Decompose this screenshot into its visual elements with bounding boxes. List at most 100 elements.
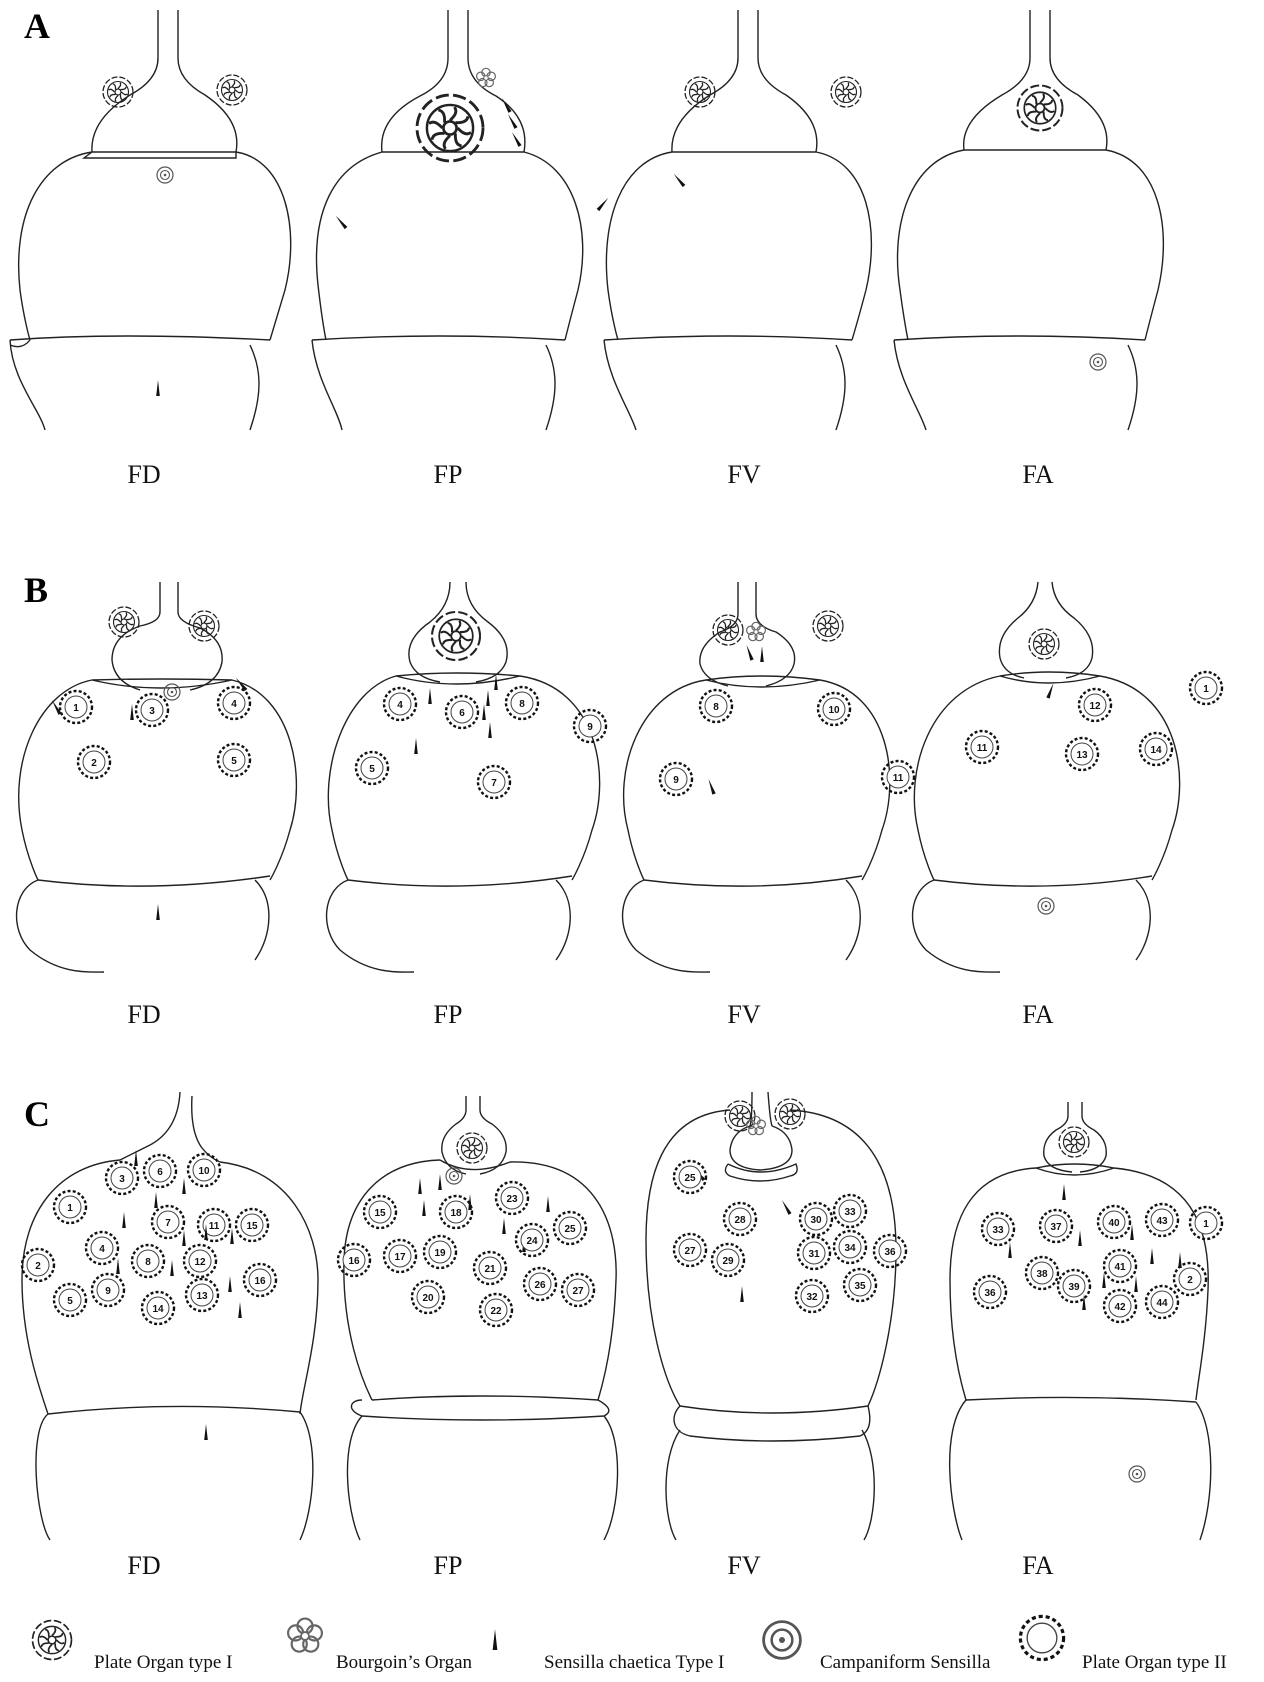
plate-organ-ii-number: 29 (722, 1256, 734, 1267)
sensilla-chaetica-7 (170, 1260, 174, 1276)
sensilla-chaetica-14 (1150, 1248, 1154, 1264)
plate-organ-ii-c-fp-17: 17 (384, 1240, 416, 1272)
plate-organ-ii-number: 37 (1050, 1222, 1062, 1233)
plate-organ-ii-c-fa-36: 36 (974, 1276, 1006, 1308)
plate-organ-ii-number: 2 (1187, 1275, 1193, 1286)
plate-organ-ii-number: 1 (1203, 684, 1209, 695)
plate-organ-ii-c-fv-33: 33 (834, 1195, 866, 1227)
segment-b-fv (623, 582, 890, 972)
plate-organ-ii-c-fv-28: 28 (724, 1203, 756, 1235)
view-label-a-fd: FD (84, 460, 204, 490)
plate-organ-ii-b-fp-6: 6 (446, 696, 478, 728)
plate-organ-ii-number: 25 (684, 1173, 696, 1184)
plate-organ-ii-b-fv-8: 8 (700, 690, 732, 722)
plate-organ-type-i-icon (33, 1621, 72, 1660)
plate-organ-ii-c-fa-39: 39 (1058, 1270, 1090, 1302)
plate-organ-ii-c-fa-33: 33 (982, 1213, 1014, 1245)
plate-organ-ii-c-fv-35: 35 (844, 1269, 876, 1301)
view-label-c-fa: FA (978, 1551, 1098, 1581)
plate-organ-ii-number: 28 (734, 1215, 746, 1226)
plate-organ-ii-b-fa-11: 11 (966, 731, 998, 763)
row-c-plate-organs: 1234567891011121314151615161718192021222… (22, 1154, 1222, 1326)
plate-organ-ii-b-fd-1: 1 (60, 691, 92, 723)
plate-organ-ii-number: 7 (491, 778, 497, 789)
plate-organ-type-ii-icon (1020, 1616, 1063, 1659)
sensilla-chaetica-0 (122, 1212, 126, 1228)
row-a (10, 10, 1163, 430)
plate-organ-ii-number: 11 (977, 743, 988, 754)
plate-organ-ii-number: 16 (348, 1256, 360, 1267)
plate-organ-ii-c-fd-7: 7 (152, 1206, 184, 1238)
plate-organ-ii-number: 1 (67, 1203, 73, 1214)
sensilla-chaetica-13 (1130, 1224, 1134, 1240)
plate-organ-ii-b-fd-4: 4 (218, 687, 250, 719)
sensilla-chaetica-10 (1008, 1242, 1012, 1258)
plate-organ-ii-c-fv-25: 25 (674, 1161, 706, 1193)
plate-organ-ii-number: 40 (1108, 1218, 1120, 1229)
plate-organ-ii-number: 30 (810, 1215, 822, 1226)
plate-organ-ii-number: 2 (35, 1261, 41, 1272)
view-label-b-fd: FD (84, 1000, 204, 1030)
plate-organ-ii-c-fa-44: 44 (1146, 1286, 1178, 1318)
plate-organ-ii-number: 10 (828, 705, 840, 716)
plate-organ-ii-number: 10 (198, 1166, 210, 1177)
sensilla-chaetica-8 (116, 1258, 120, 1274)
plate-organ-ii-c-fd-11: 11 (198, 1209, 230, 1241)
row-b-plate-organs: 12345456789891011111121314 (60, 672, 1222, 798)
plate-organ-ii-b-fp-7: 7 (478, 766, 510, 798)
segment-c-fp (344, 1096, 618, 1540)
plate-organ-ii-c-fv-34: 34 (834, 1231, 866, 1263)
plate-organ-ii-number: 31 (808, 1249, 820, 1260)
plate-organ-ii-b-fp-5: 5 (356, 752, 388, 784)
plate-organ-ii-c-fd-12: 12 (184, 1245, 216, 1277)
plate-organ-ii-number: 6 (459, 708, 465, 719)
plate-organ-ii-b-fv-9: 9 (660, 763, 692, 795)
plate-organ-ii-c-fv-36: 36 (874, 1235, 906, 1267)
plate-organ-ii-c-fp-20: 20 (412, 1281, 444, 1313)
plate-organ-ii-c-fv-31: 31 (798, 1237, 830, 1269)
plate-organ-ii-number: 44 (1156, 1298, 1168, 1309)
plate-organ-ii-c-fp-21: 21 (474, 1252, 506, 1284)
plate-organ-ii-c-fp-27: 27 (562, 1274, 594, 1306)
plate-organ-ii-number: 19 (434, 1248, 446, 1259)
segment-a-fa (894, 10, 1163, 430)
plate-organ-ii-c-fa-43: 43 (1146, 1204, 1178, 1236)
plate-organ-ii-number: 12 (194, 1257, 206, 1268)
sensilla-chaetica-1 (154, 1192, 158, 1208)
plate-organ-ii-number: 12 (1089, 701, 1101, 712)
plate-organ-ii-number: 8 (145, 1257, 151, 1268)
plate-organ-ii-c-fa-41: 41 (1104, 1250, 1136, 1282)
view-label-a-fp: FP (388, 460, 508, 490)
plate-organ-ii-number: 36 (984, 1288, 996, 1299)
plate-organ-ii-number: 14 (152, 1304, 164, 1315)
plate-organ-ii-number: 39 (1068, 1282, 1080, 1293)
segment-c-fa (950, 1102, 1211, 1540)
plate-organ-ii-c-fd-13: 13 (186, 1279, 218, 1311)
plate-organ-ii-number: 26 (534, 1280, 546, 1291)
plate-organ-ii-number: 27 (684, 1246, 696, 1257)
plate-organ-ii-b-fv-11: 11 (882, 761, 914, 793)
row-b (17, 582, 1180, 972)
plate-organ-ii-number: 2 (91, 758, 97, 769)
view-label-a-fa: FA (978, 460, 1098, 490)
plate-organ-ii-number: 21 (484, 1264, 496, 1275)
plate-organ-ii-number: 9 (673, 775, 679, 786)
plate-organ-ii-c-fp-23: 23 (496, 1182, 528, 1214)
view-label-b-fa: FA (978, 1000, 1098, 1030)
plate-organ-ii-number: 9 (587, 722, 593, 733)
plate-organ-ii-number: 18 (450, 1208, 462, 1219)
plate-organ-ii-c-fd-16: 16 (244, 1264, 276, 1296)
plate-organ-ii-number: 27 (572, 1286, 584, 1297)
plate-organ-ii-c-fp-18: 18 (440, 1196, 472, 1228)
plate-organ-ii-c-fp-24: 24 (516, 1224, 548, 1256)
plate-organ-ii-number: 33 (844, 1207, 856, 1218)
sensilla-chaetica-icon (493, 1629, 498, 1650)
plate-organ-ii-c-fd-15: 15 (236, 1209, 268, 1241)
view-label-c-fp: FP (388, 1551, 508, 1581)
legend-label-bourgoins-organ: Bourgoin’s Organ (336, 1652, 472, 1674)
plate-organ-ii-c-fp-15: 15 (364, 1196, 396, 1228)
plate-organ-ii-b-fd-2: 2 (78, 746, 110, 778)
plate-organ-ii-c-fa-38: 38 (1026, 1257, 1058, 1289)
plate-organ-ii-c-fa-1: 1 (1190, 1207, 1222, 1239)
view-label-b-fp: FP (388, 1000, 508, 1030)
